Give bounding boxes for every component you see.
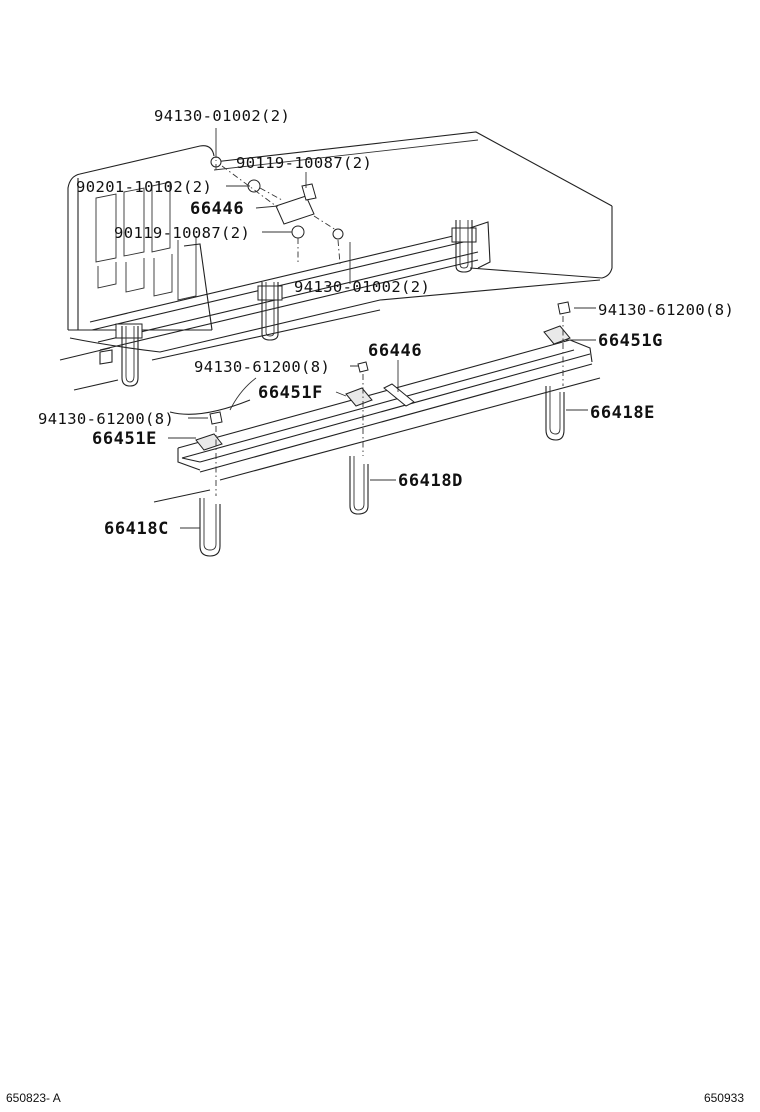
label-ubolt-c: 66418C	[104, 519, 169, 539]
label-nut-right: 94130-61200(8)	[598, 301, 734, 319]
lower-bracket	[383, 383, 415, 407]
footer-right-code: 650933	[704, 1091, 744, 1105]
upper-bracket	[210, 156, 344, 265]
lower-nuts	[209, 301, 571, 425]
ubolt-66418D	[349, 456, 369, 515]
plate-66451G	[543, 325, 571, 345]
label-nut-top: 94130-01002(2)	[154, 107, 290, 125]
label-bracket-lower: 66446	[368, 341, 422, 361]
label-plate-e: 66451E	[92, 429, 157, 449]
footer-left-code: 650823- A	[6, 1091, 61, 1105]
callout-labels: 94130-01002(2) 90119-10087(2) 90201-1010…	[38, 107, 734, 539]
label-bracket-upper: 66446	[190, 199, 244, 219]
label-ubolt-e: 66418E	[590, 403, 655, 423]
label-ubolt-d: 66418D	[398, 471, 463, 491]
upper-ubolt-center	[257, 282, 283, 341]
upper-ubolt-left	[115, 323, 143, 387]
ubolt-66418C	[199, 498, 221, 557]
label-plate-f: 66451F	[258, 383, 323, 403]
label-nut-left: 94130-61200(8)	[38, 410, 174, 428]
ubolt-66418E	[545, 386, 565, 441]
assembly-lines	[215, 160, 564, 496]
plate-66451E	[195, 433, 223, 451]
upper-ubolt-right	[451, 220, 477, 273]
plate-66451F	[345, 387, 373, 407]
leader-lines	[168, 128, 596, 529]
label-plate-g: 66451G	[598, 331, 663, 351]
label-nut-center: 94130-61200(8)	[194, 358, 330, 376]
label-nut-mid: 94130-01002(2)	[294, 278, 430, 296]
label-bolt-mid: 90119-10087(2)	[114, 224, 250, 242]
frame-rail-upper	[59, 221, 491, 391]
label-washer: 90201-10102(2)	[76, 178, 212, 196]
label-bolt-top: 90119-10087(2)	[236, 154, 372, 172]
frame-rail-lower	[153, 339, 601, 503]
